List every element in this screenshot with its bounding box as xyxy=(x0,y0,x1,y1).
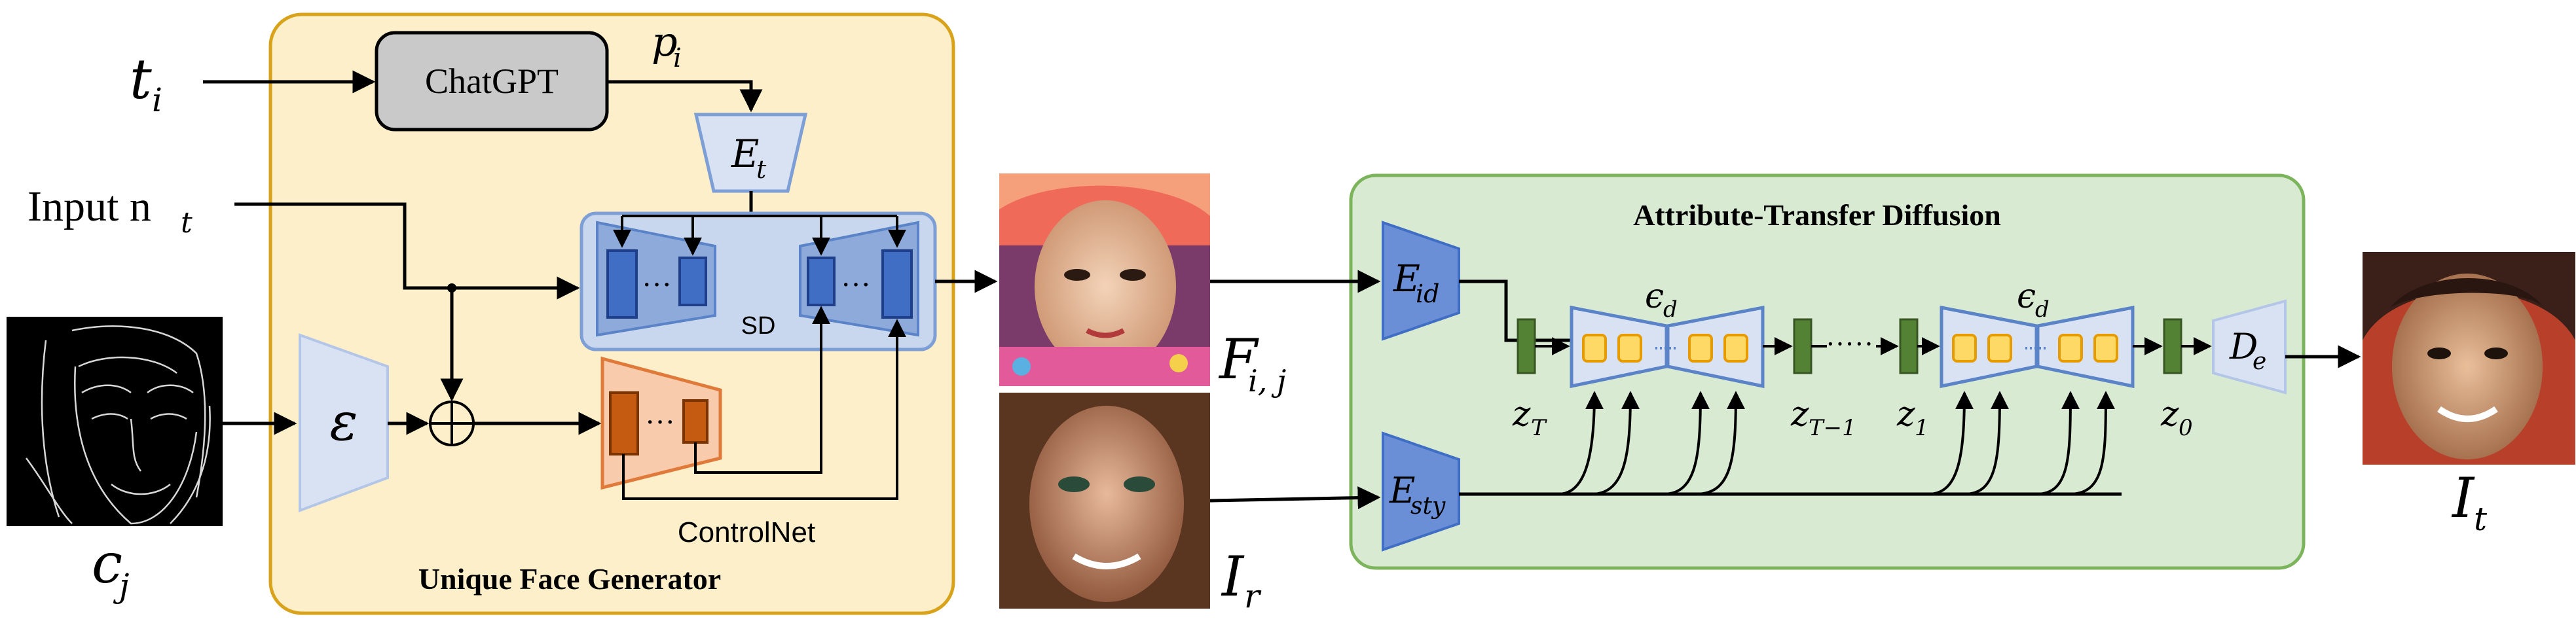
latent-zT: z T xyxy=(1512,318,1547,441)
svg-text:···: ··· xyxy=(642,268,672,301)
It-label: I t xyxy=(2451,466,2488,538)
svg-text:z: z xyxy=(1896,395,1915,434)
t-i-label: t i xyxy=(130,47,162,119)
svg-text:z: z xyxy=(2160,395,2179,434)
latent-zT-1: z T−1 xyxy=(1790,318,1856,441)
eps-d-unet-left: ϵ d xyxy=(1570,277,1765,389)
svg-text:t: t xyxy=(130,47,152,111)
svg-text:z: z xyxy=(1790,395,1809,434)
svg-text:p: p xyxy=(652,18,678,65)
svg-text:F: F xyxy=(1218,327,1259,391)
svg-text:i: i xyxy=(152,81,162,119)
svg-text:d: d xyxy=(2035,296,2050,323)
svg-text:id: id xyxy=(1416,279,1439,308)
style-injection-curves xyxy=(1558,391,2115,495)
svg-text:sty: sty xyxy=(1410,493,1446,520)
sd-label: SD xyxy=(741,312,776,340)
svg-text:1: 1 xyxy=(1915,415,1929,441)
svg-text:Input n: Input n xyxy=(28,183,151,230)
eid-to-unet-line xyxy=(1459,279,1578,342)
edge-map-cj-image xyxy=(7,317,223,526)
controlnet-label: ControlNet xyxy=(678,516,815,548)
svg-text:ϵ: ϵ xyxy=(1645,277,1664,316)
svg-text:z: z xyxy=(1512,395,1531,434)
add-node xyxy=(429,401,475,446)
style-encoder-esty: E sty xyxy=(1382,431,1460,552)
Ir-label: I r xyxy=(1221,545,1262,615)
svg-text:E: E xyxy=(1393,258,1420,300)
identity-encoder-eid: E id xyxy=(1382,221,1460,341)
svg-text:I: I xyxy=(2451,466,2475,530)
svg-text:t: t xyxy=(181,206,193,240)
atd-title: Attribute-Transfer Diffusion xyxy=(1633,198,2001,232)
controlnet-skip-1 xyxy=(694,306,830,474)
generated-face-image xyxy=(999,173,1210,386)
chain-dots: ····· xyxy=(1826,328,1873,360)
chatgpt-label: ChatGPT xyxy=(425,62,559,101)
svg-text:t: t xyxy=(756,155,767,184)
cj-label: c j xyxy=(92,531,130,605)
svg-text:e: e xyxy=(2253,348,2266,375)
vae-encoder: ε xyxy=(299,333,389,512)
reference-face-image xyxy=(999,393,1210,609)
svg-text:0: 0 xyxy=(2179,415,2193,441)
decoder-de: D e xyxy=(2212,299,2287,395)
svg-text:D: D xyxy=(2229,326,2258,367)
F-label: F i, j xyxy=(1218,327,1286,399)
chatgpt-box: ChatGPT xyxy=(375,31,609,132)
svg-text:ε: ε xyxy=(330,391,358,452)
svg-text:i: i xyxy=(673,43,682,73)
sd-unet-block: SD ··· ··· xyxy=(580,211,937,351)
attribute-transfer-diffusion-panel: Attribute-Transfer Diffusion xyxy=(1349,173,2306,570)
svg-text:···: ··· xyxy=(841,268,871,301)
controlnet-skip-2 xyxy=(622,319,906,500)
svg-text:d: d xyxy=(1663,296,1678,323)
p-i-label: p i xyxy=(652,18,682,73)
svg-text:I: I xyxy=(1221,545,1245,609)
ref-to-esty-arrow xyxy=(1209,486,1381,510)
svg-text:T−1: T−1 xyxy=(1809,415,1856,441)
controlnet-block: ··· ControlNet xyxy=(600,356,815,548)
text-encoder-et: E t xyxy=(693,113,808,193)
latent-z0: z 0 xyxy=(2160,318,2193,441)
svg-text:r: r xyxy=(1244,577,1262,615)
ufg-title: Unique Face Generator xyxy=(418,562,721,596)
svg-text:i, j: i, j xyxy=(1248,363,1286,399)
svg-text:···: ··· xyxy=(645,405,675,438)
svg-text:E: E xyxy=(731,132,759,176)
svg-text:c: c xyxy=(92,531,122,596)
input-nt-label: Input n t xyxy=(28,183,193,240)
latent-z1: z 1 xyxy=(1896,318,1929,441)
eps-d-unet-right: ϵ d xyxy=(1940,277,2135,389)
atd-background xyxy=(1349,173,2306,570)
svg-text:ϵ: ϵ xyxy=(2017,277,2036,316)
svg-text:E: E xyxy=(1389,470,1415,511)
svg-text:T: T xyxy=(1531,415,1547,441)
svg-text:t: t xyxy=(2474,500,2488,538)
chatgpt-to-et-arrow xyxy=(607,80,763,113)
input-nt-to-sd-line xyxy=(234,202,580,300)
output-face-image xyxy=(2363,252,2575,465)
